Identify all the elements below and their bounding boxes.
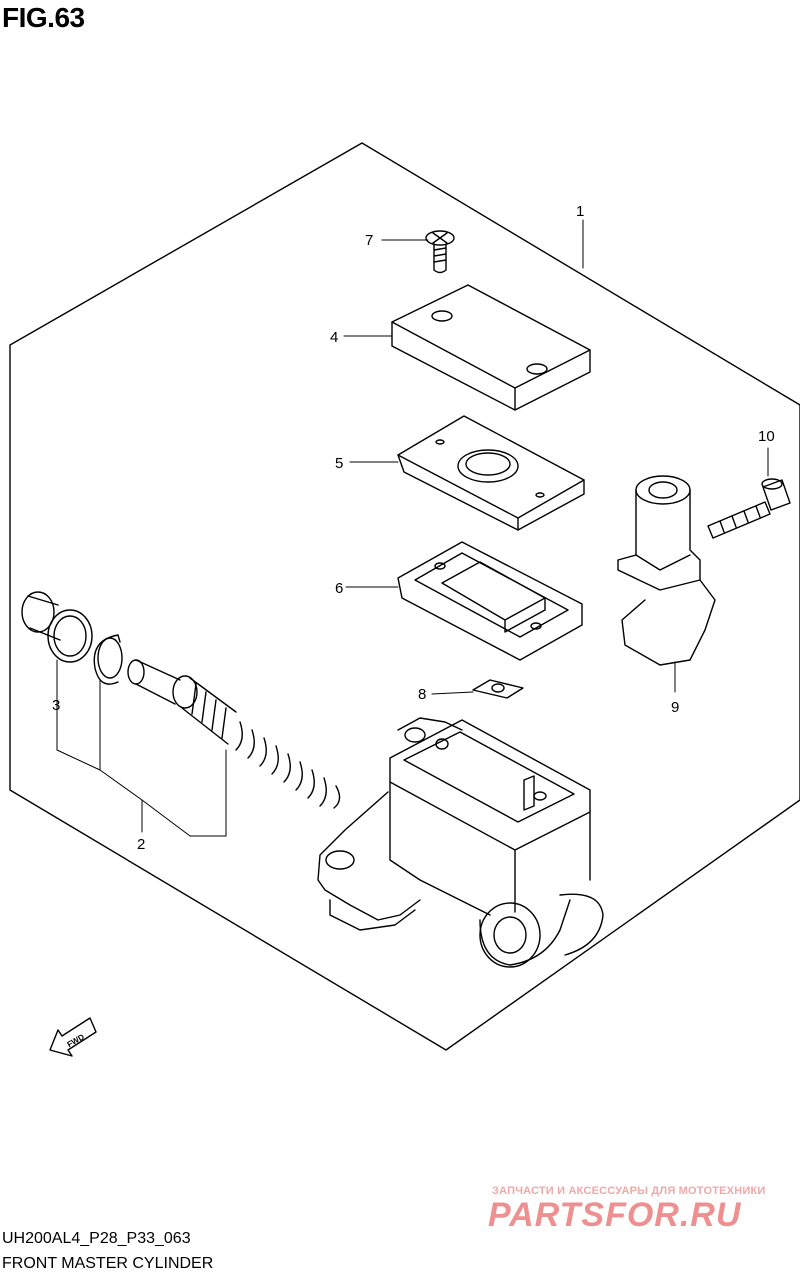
callout-10: 10 (758, 428, 775, 445)
callout-8: 8 (418, 686, 426, 703)
part-9-holder (617, 475, 716, 666)
part-4-cap (391, 284, 591, 411)
assembly-outline (9, 142, 800, 1051)
part-2-piston-spring (127, 659, 341, 809)
callout-6: 6 (335, 580, 343, 597)
part-circlip (93, 634, 123, 685)
callout-2: 2 (137, 836, 145, 853)
master-cylinder-body (317, 717, 604, 968)
callout-7: 7 (365, 232, 373, 249)
part-6-diaphragm (397, 541, 583, 661)
callout-4: 4 (330, 329, 338, 346)
part-7-screw (425, 230, 455, 274)
drawing-title: FRONT MASTER CYLINDER (2, 1255, 214, 1272)
part-5-plate (397, 415, 585, 531)
watermark-logo: PARTSFOR.RU (488, 1196, 742, 1234)
watermark-tagline: ЗАПЧАСТИ И АКСЕССУАРЫ ДЛЯ МОТОТЕХНИКИ (492, 1185, 766, 1197)
drawing-code: UH200AL4_P28_P33_063 (2, 1230, 191, 1247)
callout-3: 3 (52, 697, 60, 714)
callout-1: 1 (576, 203, 584, 220)
callout-5: 5 (335, 455, 343, 472)
part-10-bolt (707, 478, 791, 539)
fwd-arrow (49, 1017, 97, 1057)
part-8-nut (472, 679, 524, 699)
part-3-boot (21, 591, 93, 663)
figure-label: FIG.63 (2, 2, 85, 33)
leader-lines (56, 219, 769, 837)
callout-9: 9 (671, 699, 679, 716)
